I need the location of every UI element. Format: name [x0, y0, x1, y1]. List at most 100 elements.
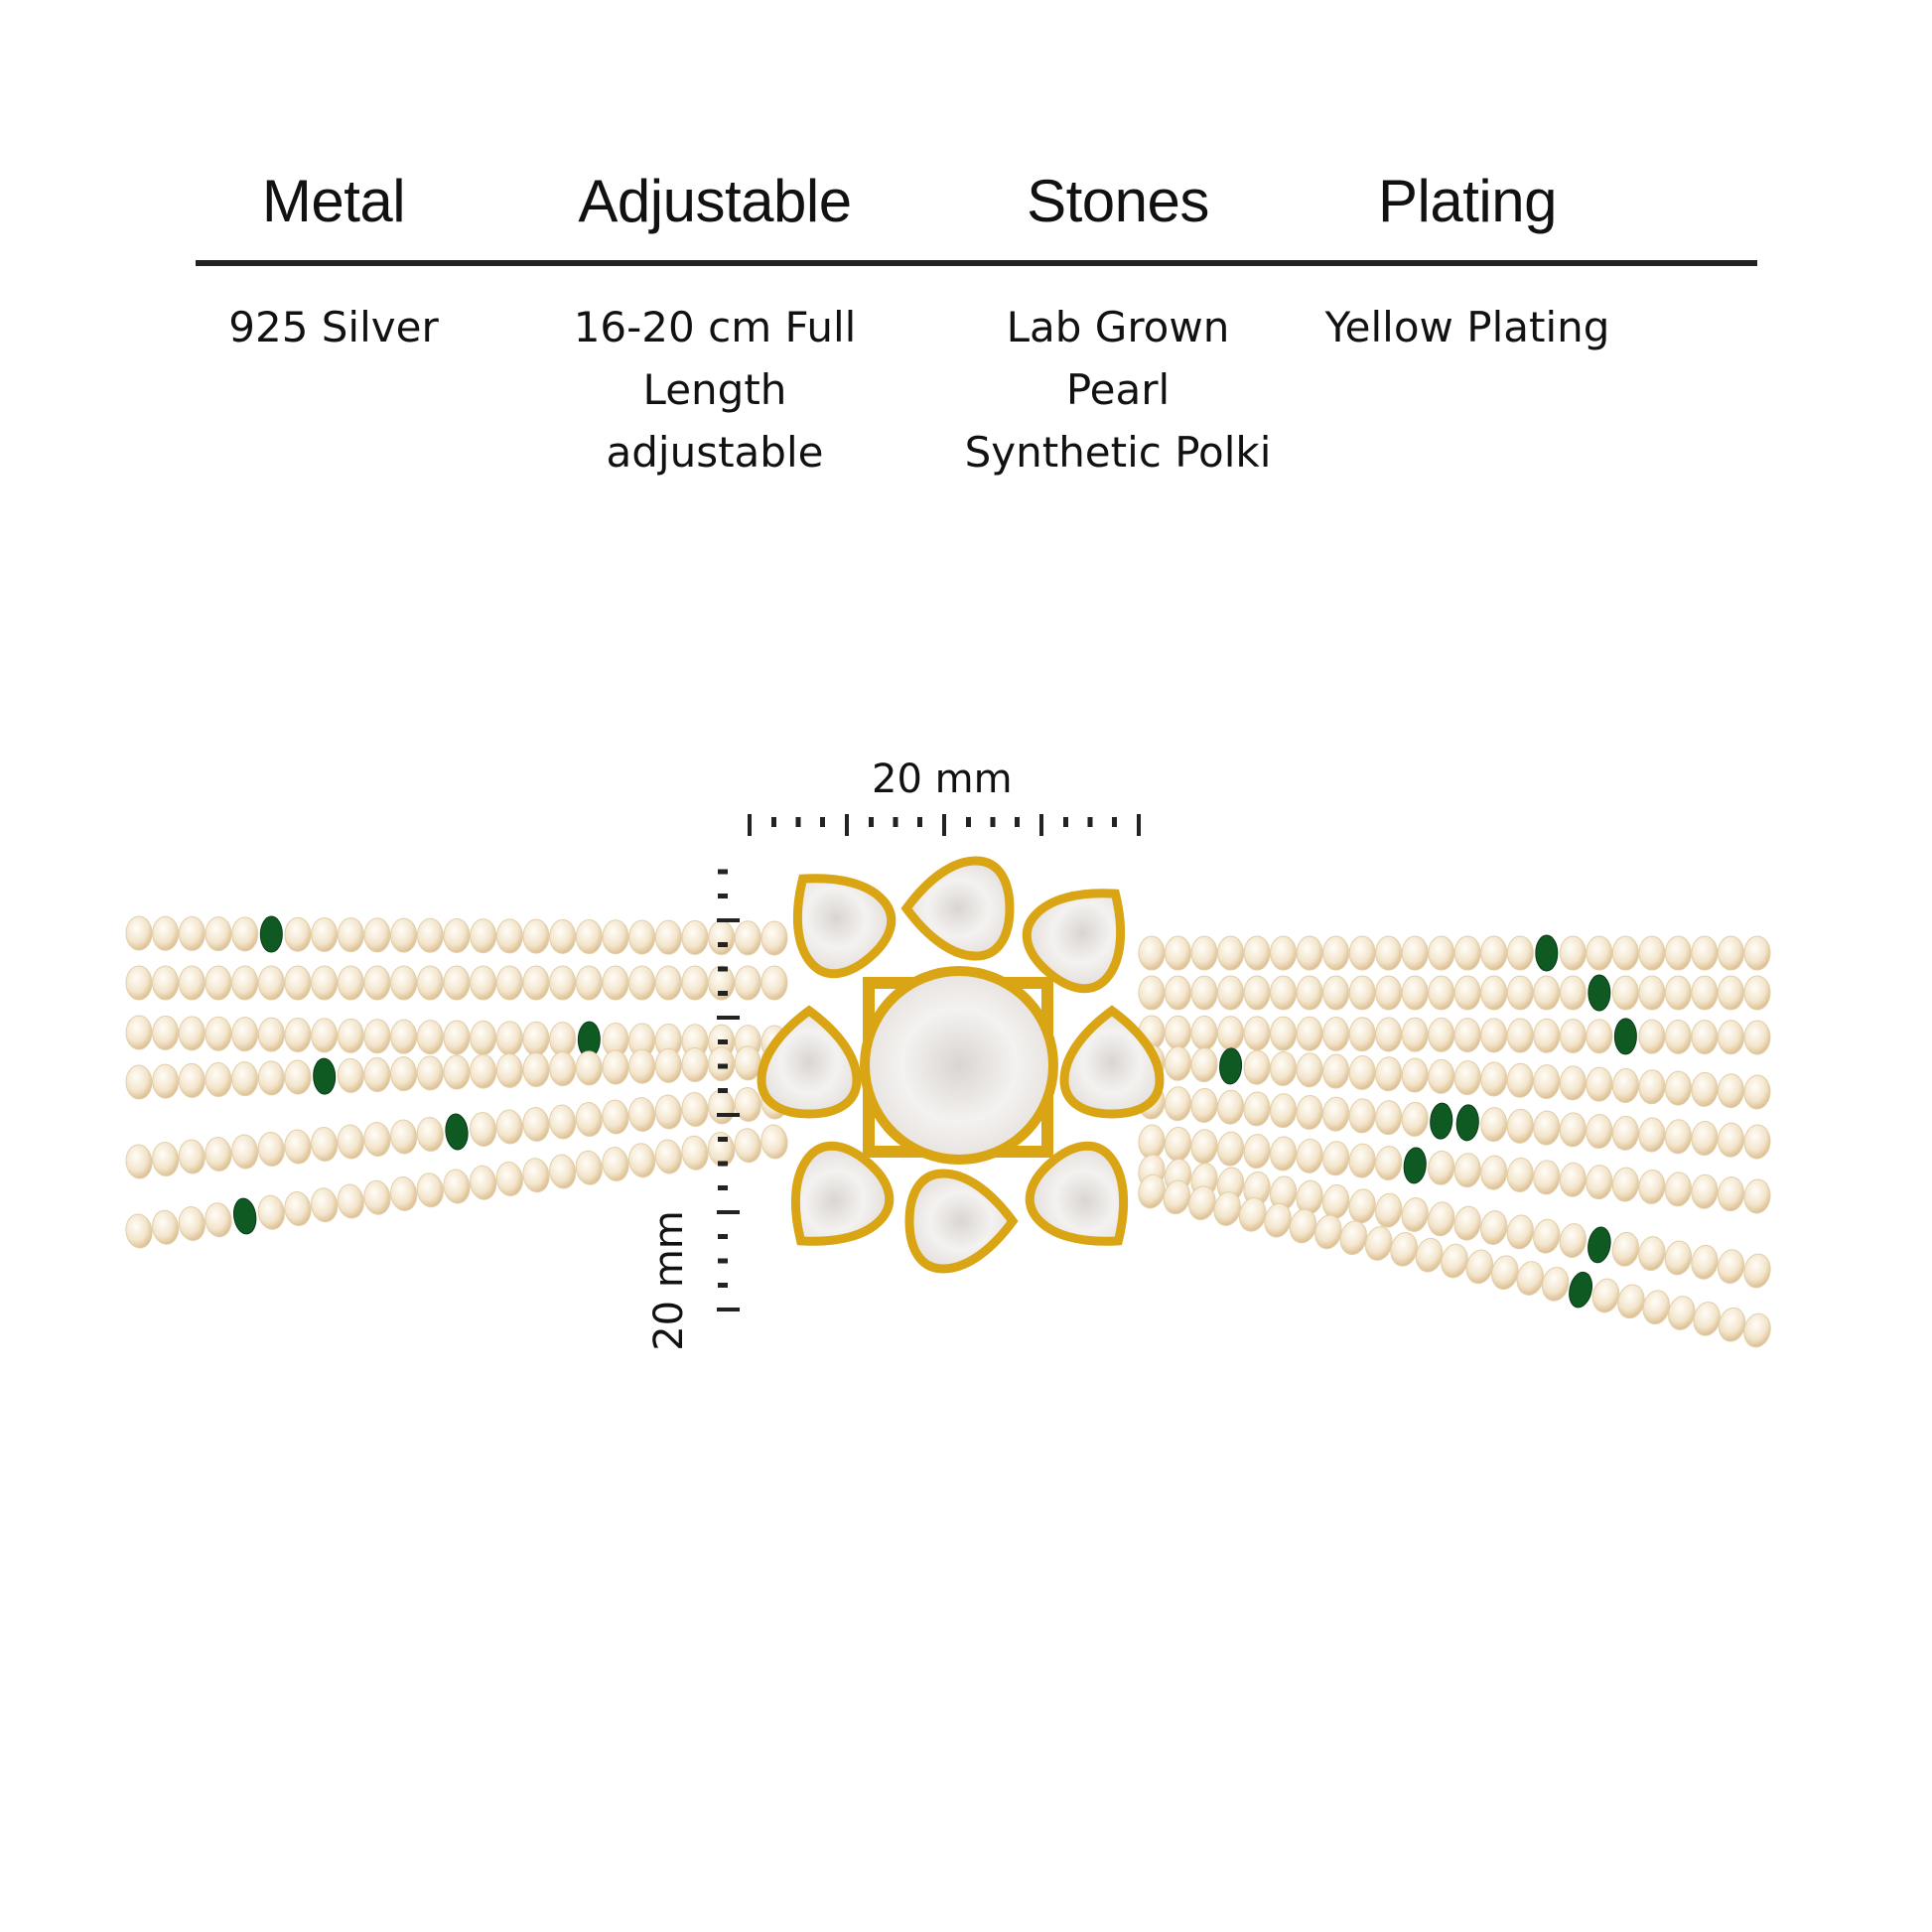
pearl-bead	[760, 965, 788, 1001]
pearl-bead	[1165, 1086, 1192, 1122]
pearl-bead	[495, 1162, 523, 1196]
pearl-bead	[1691, 935, 1719, 971]
value-metal: 925 Silver	[228, 296, 438, 358]
pearl-bead	[1190, 1047, 1218, 1083]
left-stone	[757, 1005, 862, 1119]
pearl-bead	[1441, 1243, 1468, 1279]
pearl-bead	[205, 1062, 232, 1097]
value-line: adjustable	[606, 428, 824, 477]
pearl-bead	[1322, 1141, 1350, 1176]
pearl-bead	[1296, 1052, 1323, 1088]
pearl-bead	[231, 1017, 259, 1052]
pearl-bead	[1638, 1236, 1666, 1272]
pearl-bead	[1506, 1158, 1534, 1192]
pearl-bead	[470, 1165, 497, 1200]
pearl-bead	[654, 1047, 682, 1083]
pearl-bead	[1270, 1051, 1298, 1087]
pearl-bead	[1453, 975, 1481, 1011]
pearl-bead	[1717, 1122, 1744, 1158]
pearl-bead	[1717, 1249, 1745, 1285]
pearl-bead	[1375, 1192, 1403, 1228]
pearl-bead	[1516, 1261, 1544, 1296]
pearl-bead	[470, 918, 497, 954]
pearl-bead	[1217, 1131, 1245, 1167]
value-line: Pearl	[1065, 365, 1171, 414]
pearl-bead	[1339, 1220, 1368, 1255]
pearl-bead	[416, 1117, 444, 1152]
pearl-bead	[390, 1056, 418, 1092]
pearl-bead	[1348, 1188, 1376, 1224]
right-stone	[1059, 1005, 1165, 1119]
pearl-bead	[390, 965, 418, 1001]
pearl-bead	[178, 1206, 206, 1241]
pearl-bead	[1533, 1064, 1561, 1100]
height-dimension-label: 20 mm	[646, 1210, 692, 1351]
pearl-bead	[1217, 975, 1245, 1011]
pearl-bead	[390, 1176, 418, 1211]
pearl-bead	[363, 917, 391, 953]
center-stone	[860, 966, 1058, 1165]
pearl-bead	[549, 1154, 577, 1189]
pearl-bead	[1243, 1049, 1271, 1085]
pearl-bead	[1664, 975, 1692, 1011]
pearl-bead	[1348, 1143, 1376, 1178]
pearl-bead	[231, 1134, 259, 1170]
pearl-bead	[1348, 935, 1376, 971]
pearl-bead	[152, 1063, 180, 1099]
pearl-bead	[1638, 1117, 1666, 1153]
pearl-bead	[628, 1048, 656, 1084]
pearl-bead	[1296, 935, 1323, 971]
value-line: 16-20 cm Full	[573, 303, 857, 351]
pearl-bead	[1322, 975, 1350, 1011]
pearl-bead	[602, 919, 629, 955]
value-line: 925 Silver	[228, 303, 439, 351]
pearl-bead	[1506, 975, 1534, 1011]
pearl-bead	[1243, 975, 1271, 1011]
pearl-bead	[1506, 1018, 1534, 1053]
pearl-bead	[1165, 1045, 1192, 1081]
pearl-bead	[178, 1139, 206, 1174]
width-dimension-label: 20 mm	[872, 757, 1013, 802]
pearl-bead	[628, 1097, 656, 1132]
pearl-bead	[602, 965, 629, 1001]
pearl-bead	[1390, 1232, 1418, 1267]
pearl-bead	[470, 1053, 497, 1089]
pearl-bead	[337, 965, 364, 1001]
pearl-bead	[1190, 975, 1218, 1011]
pearl-bead	[1480, 1155, 1508, 1190]
value-line: Lab Grown	[1006, 303, 1230, 351]
pearl-bead	[1591, 1278, 1620, 1313]
pearl-bead	[178, 1016, 206, 1051]
pearl-bead	[1428, 1150, 1455, 1185]
pearl-bead	[1533, 1110, 1561, 1146]
pearl-bead	[1743, 1124, 1771, 1160]
pearl-bead	[178, 915, 206, 951]
pearl-bead	[1717, 1020, 1744, 1055]
pearl-bead	[1480, 1061, 1508, 1097]
header-divider	[196, 260, 1757, 266]
pearl-bead	[1717, 935, 1744, 971]
pearl-bead	[1691, 1121, 1719, 1157]
pearl-bead	[311, 1018, 339, 1053]
value-line: Length	[642, 365, 787, 414]
emerald-bead	[1569, 1271, 1593, 1309]
pearl-bead	[1559, 1162, 1587, 1197]
pearl-bead	[1586, 1165, 1613, 1200]
pearl-bead	[495, 1021, 523, 1056]
pearl-bead	[1743, 1253, 1771, 1289]
pearl-bead	[1559, 1223, 1587, 1258]
pearl-bead	[1617, 1284, 1645, 1319]
emerald-bead	[1613, 1018, 1637, 1055]
emerald-bead	[1587, 1226, 1611, 1264]
pearl-bead	[495, 918, 523, 954]
pearl-bead	[1691, 1173, 1719, 1209]
pearl-bead	[257, 1060, 285, 1096]
pearl-bead	[1428, 1058, 1455, 1094]
pearl-bead	[1365, 1226, 1393, 1261]
pearl-bead	[1375, 1056, 1403, 1092]
pearl-bead	[602, 1147, 629, 1181]
pearl-bead	[654, 965, 682, 1001]
pearl-bead	[1270, 975, 1298, 1011]
pearl-bead	[1243, 935, 1271, 971]
pearl-bead	[1322, 1096, 1350, 1132]
